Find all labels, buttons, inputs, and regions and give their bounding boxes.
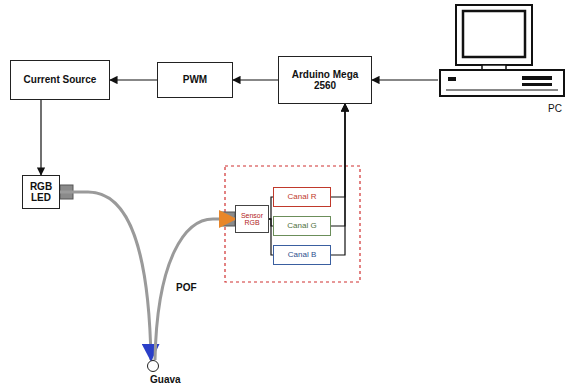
node-label: Canal G [287,222,316,231]
led-box: RGB LED [22,175,60,209]
node-label: Sensor RGB [237,212,267,227]
computer-part [446,90,558,91]
process-box: Arduino Mega 2560 [278,56,372,104]
optical-fiber [60,192,151,360]
node-label: Canal R [288,193,317,202]
computer-part [463,11,525,57]
node-label: Guava [150,374,181,385]
computer-part [522,76,552,80]
sample-circle: Guava [147,360,159,372]
computer-part [440,70,564,96]
optical-fiber [155,219,235,360]
computer-part [522,83,552,86]
process-box: PWM [157,62,233,98]
channel-box: Canal G [273,216,331,236]
channel-box: Canal B [273,245,331,265]
connector-arrow [331,104,345,226]
dashed-region [225,166,360,282]
node-label: PC [548,103,562,114]
connector-arrow [372,79,438,80]
computer-part [456,5,532,65]
node-label: RGB LED [26,181,56,204]
sensor-box: Sensor RGB [235,205,269,233]
process-box: Current Source [10,60,110,100]
connector-arrow [110,79,157,80]
channel-box: Canal R [273,187,331,207]
computer-icon: PC [438,4,568,114]
computer-part [448,77,456,81]
node-label: Arduino Mega 2560 [282,69,368,92]
connector-arrow [233,79,278,80]
connector-arrow [331,104,345,197]
connector-arrow [40,100,41,175]
node-label: Canal B [288,251,316,260]
node-label: Current Source [24,74,97,86]
part-label: POF [176,282,197,293]
node-label: PWM [183,74,207,86]
connector-arrow [331,104,345,255]
computer-drawing [438,4,568,100]
